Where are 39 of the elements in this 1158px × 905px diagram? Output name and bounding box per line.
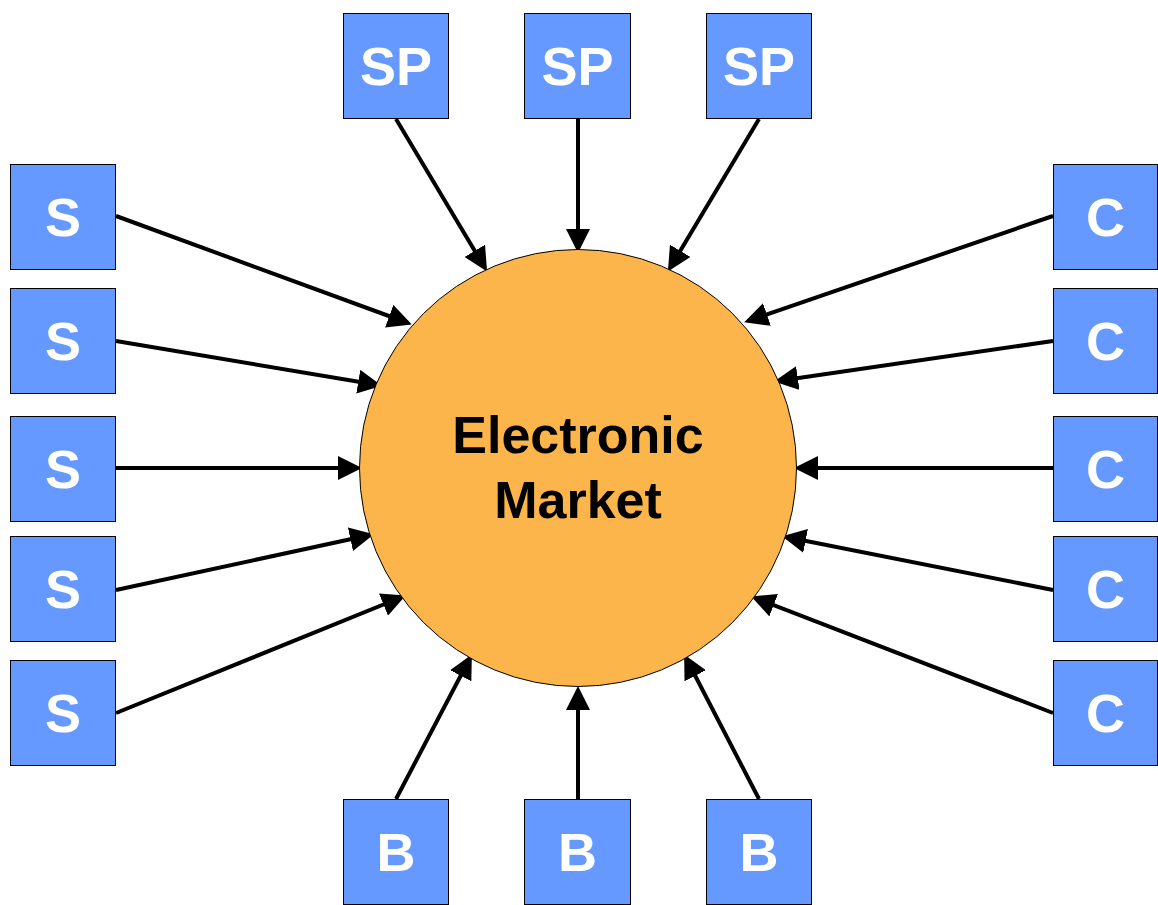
box-label: B bbox=[376, 825, 416, 879]
arrow bbox=[667, 117, 761, 272]
participant-box bbox=[10, 288, 116, 394]
box-label: C bbox=[1086, 190, 1125, 244]
arrow bbox=[751, 594, 1054, 715]
market-label: Electronic Market bbox=[451, 405, 705, 531]
box-label: B bbox=[739, 825, 779, 879]
box-label: C bbox=[1086, 686, 1125, 740]
box-label: C bbox=[1086, 562, 1125, 616]
participant-box bbox=[1053, 660, 1158, 766]
participant-box bbox=[1053, 164, 1158, 270]
box-label: S bbox=[45, 442, 81, 496]
participant-box bbox=[10, 660, 116, 766]
participant-box bbox=[10, 536, 116, 642]
participant-box bbox=[343, 13, 449, 119]
arrow bbox=[744, 214, 1054, 326]
participant-box bbox=[10, 164, 116, 270]
box-label: B bbox=[558, 825, 597, 879]
participant-box bbox=[706, 13, 812, 119]
box-label: SP bbox=[541, 39, 614, 93]
box-label: S bbox=[45, 562, 81, 616]
participant-box bbox=[10, 416, 116, 522]
participant-box bbox=[524, 13, 631, 119]
participant-box bbox=[1053, 536, 1158, 642]
box-label: SP bbox=[359, 39, 432, 93]
participant-box bbox=[524, 799, 631, 905]
arrow bbox=[115, 214, 412, 328]
box-label: C bbox=[1086, 442, 1125, 496]
participant-box bbox=[1053, 288, 1158, 394]
box-label: C bbox=[1086, 314, 1125, 368]
participant-box bbox=[343, 799, 449, 905]
arrow bbox=[394, 117, 488, 272]
box-label: SP bbox=[722, 39, 795, 93]
box-label: S bbox=[45, 686, 81, 740]
arrow bbox=[566, 686, 590, 799]
participant-box bbox=[1053, 416, 1158, 522]
box-label: S bbox=[45, 314, 81, 368]
box-label: S bbox=[45, 190, 81, 244]
participant-box bbox=[706, 799, 812, 905]
